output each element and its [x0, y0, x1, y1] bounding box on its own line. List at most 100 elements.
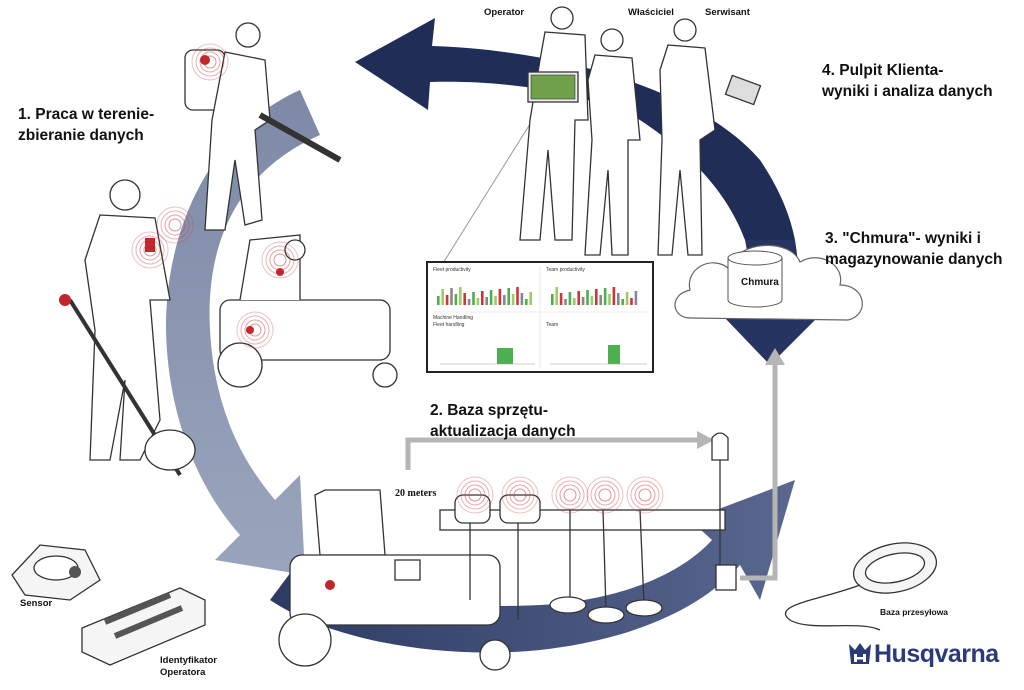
dashboard-mini-bar — [450, 288, 453, 305]
dashboard-mini-bar — [625, 292, 629, 305]
cycle-arrow-top — [355, 18, 795, 240]
dashboard-mini-bar — [503, 295, 506, 305]
rack-tool-2-icon — [499, 494, 541, 620]
dashboard-panel-title-4: Team — [546, 322, 558, 328]
dashboard-screenshot: Fleet productivity Team productivity Mac… — [426, 261, 654, 373]
rack-tool-4-icon — [587, 509, 625, 624]
dashboard-mini-bar — [603, 288, 607, 305]
dashboard-mini-bar — [489, 290, 493, 305]
dashboard-mini-bar — [494, 296, 497, 305]
dashboard-mini-bar — [445, 295, 449, 305]
signal-wave-3 — [236, 311, 274, 349]
dashboard-mini-bar — [608, 294, 611, 305]
signal-wave-0 — [139, 239, 161, 261]
signal-wave-4 — [464, 484, 486, 506]
step2-line2: aktualizacja danych — [430, 423, 576, 440]
rack-tool-5-icon — [625, 509, 663, 617]
signal-wave-7 — [594, 484, 616, 506]
step4-line2: wyniki i analiza danych — [822, 83, 993, 100]
operator-id-line1: Identyfikator — [160, 655, 218, 666]
dashboard-mini-bar — [634, 291, 638, 305]
sensor-label: Sensor — [20, 598, 53, 609]
signal-wave-7 — [598, 488, 612, 502]
dashboard-mini-bar — [467, 299, 471, 305]
rider-mower-front-icon — [278, 489, 511, 671]
signal-wave-5 — [509, 484, 531, 506]
signal-wave-1 — [164, 214, 186, 236]
signal-wave-5 — [505, 480, 535, 510]
dashboard-panel-title-2: Team productivity — [546, 267, 585, 273]
husqvarna-logo: Husqvarna — [846, 640, 999, 668]
signal-wave-4 — [460, 480, 490, 510]
signal-wave-3 — [244, 319, 266, 341]
signal-wave-7 — [590, 480, 620, 510]
signal-wave-6 — [555, 480, 585, 510]
step2-line1: 2. Baza sprzętu- — [430, 402, 549, 419]
signal-wave-0 — [143, 243, 157, 257]
dashboard-mini-bar — [630, 298, 633, 305]
signal-wave-1 — [160, 210, 190, 240]
dashboard-panel-title-3: Fleet handling — [433, 322, 465, 328]
technician-figure-icon — [657, 18, 762, 256]
dashboard-mini-bar — [555, 287, 558, 305]
sensor-device-icon — [11, 544, 101, 601]
dashboard-mini-bar — [463, 293, 466, 305]
dashboard-mini-bar — [498, 289, 502, 305]
dashboard-mini-bar — [454, 294, 458, 305]
signal-wave-2 — [265, 245, 295, 275]
signal-wave-5 — [513, 488, 527, 502]
operator-id-line2: Operatora — [160, 667, 206, 678]
signal-wave-6 — [551, 476, 589, 514]
signal-wave-6 — [563, 488, 577, 502]
dashboard-mini-bar — [568, 292, 572, 305]
pointer-line — [439, 99, 546, 269]
operator-figure-icon — [519, 6, 589, 241]
signal-wave-5 — [501, 476, 539, 514]
signal-wave-6 — [559, 484, 581, 506]
signal-wave-8 — [626, 476, 664, 514]
base-station-label: Baza przesyłowa — [880, 607, 949, 617]
signal-wave-2 — [261, 241, 299, 279]
signal-wave-0 — [135, 235, 165, 265]
distance-label: 20 meters — [395, 488, 436, 499]
step3-line2: magazynowanie danych — [825, 251, 1003, 268]
people-group — [519, 6, 762, 256]
dashboard-mini-bar — [525, 299, 528, 305]
dashboard-mini-bar — [595, 289, 598, 305]
dashboard-mini-bar — [511, 294, 515, 305]
step1-line2: zbieranie danych — [18, 127, 144, 144]
base-station-device-icon — [784, 542, 938, 631]
signal-wave-8 — [630, 480, 660, 510]
cloud-label: Chmura — [741, 277, 779, 288]
signal-wave-3 — [248, 323, 262, 337]
dashboard-mini-bar — [481, 291, 484, 305]
dashboard-mini-bar — [485, 297, 488, 305]
signal-wave-9 — [203, 55, 217, 69]
dashboard-mini-bar — [621, 299, 624, 305]
dashboard-mini-bar — [459, 287, 462, 305]
signal-wave-8 — [638, 488, 652, 502]
dashboard-mini-bar — [586, 290, 589, 305]
dashboard-mini-bar — [564, 299, 567, 305]
brand-name: Husqvarna — [874, 640, 999, 668]
dashboard-mini-bar — [507, 288, 510, 305]
owner-label: Właściciel — [628, 7, 674, 18]
dashboard-mini-bar — [437, 296, 440, 305]
equipment-rack — [439, 432, 737, 624]
step1-line1: 1. Praca w terenie- — [18, 106, 155, 123]
cycle-arrow-left — [165, 90, 320, 575]
link-arrowhead-right — [697, 431, 714, 449]
step4-label: 4. Pulpit Klienta- wyniki i analiza dany… — [822, 60, 993, 102]
signal-wave-9 — [195, 47, 225, 77]
dashboard-mini-bar — [441, 289, 444, 305]
step3-line1: 3. "Chmura"- wyniki i — [825, 230, 981, 247]
step2-label: 2. Baza sprzętu- aktualizacja danych — [430, 400, 576, 442]
dashboard-mini-bar — [529, 292, 532, 305]
dashboard-mini-bar — [577, 291, 580, 305]
signal-wave-7 — [586, 476, 624, 514]
dashboard-mini-bar — [581, 297, 585, 305]
link-arrowhead-up — [765, 348, 785, 365]
step4-line1: 4. Pulpit Klienta- — [822, 62, 944, 79]
signal-wave-1 — [168, 218, 182, 232]
